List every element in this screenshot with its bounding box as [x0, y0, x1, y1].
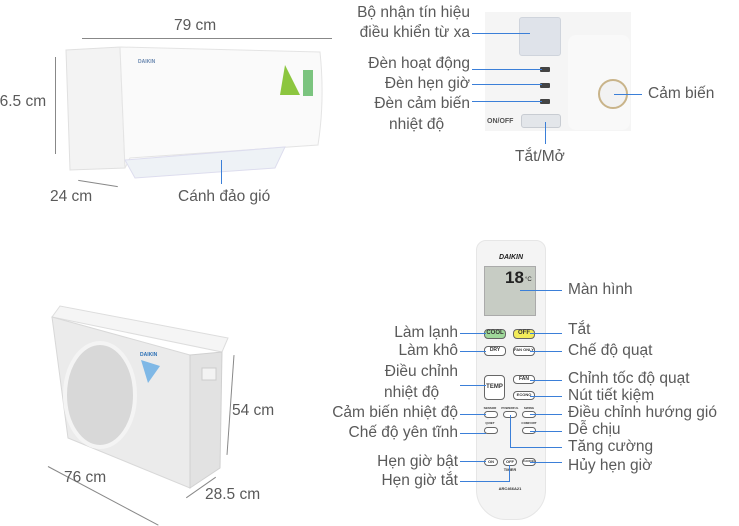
sensor-label: Cảm biến: [648, 85, 715, 102]
timer-off-label: Hẹn giờ tắt: [381, 472, 458, 489]
indoor-brand-logo: DAIKIN: [138, 59, 156, 65]
outdoor-height-label: 54 cm: [232, 402, 275, 419]
dry-button[interactable]: DRY: [484, 346, 506, 356]
timer-off-leader-v: [509, 465, 510, 481]
display-temperature: 18: [505, 268, 524, 287]
timer-on-leader: [460, 461, 486, 462]
powerful-label: Tăng cường: [568, 438, 654, 455]
fan-only-leader: [530, 351, 562, 352]
flap-label: Cánh đảo gió: [178, 188, 271, 205]
timer-on-label: Hẹn giờ bật: [377, 453, 458, 470]
outdoor-depth-label: 28.5 cm: [205, 486, 261, 503]
fan-button[interactable]: FAN: [513, 375, 535, 384]
sensor-leader: [614, 94, 642, 95]
temp-sensor-lamp: [540, 99, 550, 104]
fan-only-label: Chế độ quạt: [568, 342, 653, 359]
width-arrow: [82, 38, 332, 39]
indoor-height-label: 26.5 cm: [0, 93, 47, 110]
timer-label: TIMER: [501, 467, 519, 472]
timer-lamp-label: Đèn hẹn giờ: [384, 75, 470, 92]
receiver-label-2: điều khiển từ xa: [359, 24, 470, 41]
fan-leader: [530, 380, 562, 381]
temp-sensor-leader: [472, 101, 542, 102]
cool-label: Làm lạnh: [394, 324, 458, 341]
quiet-button-label: QUIET: [485, 421, 495, 425]
indoor-width-label: 79 cm: [174, 17, 217, 34]
onoff-button-label: ON/OFF: [487, 118, 514, 125]
indoor-depth-label: 24 cm: [50, 188, 93, 205]
operation-lamp-label: Đèn hoạt động: [368, 55, 470, 72]
comfort-button-label: COMFORT: [521, 421, 537, 425]
receiver-label-1: Bộ nhận tín hiệu: [357, 4, 470, 21]
outdoor-brand-logo: DAIKIN: [140, 352, 158, 358]
temp-leader: [460, 385, 486, 386]
quiet-leader: [460, 433, 486, 434]
timer-off-button[interactable]: OFF: [503, 458, 517, 466]
cancel-label: Hủy hẹn giờ: [568, 457, 653, 474]
temp-label-2: nhiệt độ: [384, 384, 440, 401]
cool-button[interactable]: COOL: [484, 329, 506, 339]
timer-leader: [472, 84, 542, 85]
powerful-leader-v: [510, 415, 511, 447]
fan-label: Chỉnh tốc độ quạt: [568, 370, 690, 387]
quiet-button[interactable]: [484, 427, 498, 434]
temp-sensor-lamp-label-1: Đèn cảm biến: [374, 95, 470, 112]
sensor-button-desc: Cảm biến nhiệt độ: [332, 404, 458, 421]
temp-sensor-lamp-label-2: nhiệt độ: [389, 116, 445, 133]
econo-button[interactable]: ECONO: [513, 391, 535, 400]
quiet-label: Chế độ yên tĩnh: [348, 424, 458, 441]
height-arrow: [55, 57, 56, 154]
timer-lamp: [540, 83, 550, 88]
remote-display: 18 °C: [484, 266, 536, 316]
econo-leader: [530, 396, 562, 397]
outdoor-width-label: 76 cm: [64, 469, 107, 486]
cool-leader: [460, 333, 486, 334]
operation-lamp: [540, 67, 550, 72]
econo-label: Nút tiết kiệm: [568, 387, 655, 404]
comfort-leader: [530, 431, 562, 432]
cancel-leader: [530, 462, 562, 463]
onoff-label: Tắt/Mở: [515, 148, 565, 165]
remote-receiver: [519, 17, 561, 56]
comfort-label: Dễ chịu: [568, 421, 621, 438]
remote-model: ARC466A21: [498, 486, 522, 491]
off-button[interactable]: OFF: [513, 329, 535, 339]
dry-leader: [460, 351, 486, 352]
onoff-leader: [545, 122, 546, 144]
swing-button-label: SWING: [523, 406, 535, 410]
swing-label: Điều chỉnh hướng gió: [568, 404, 717, 421]
temp-button[interactable]: TEMP: [484, 375, 505, 400]
swing-leader: [530, 414, 562, 415]
sensor-button-leader: [460, 414, 486, 415]
receiver-leader: [472, 33, 530, 34]
display-leader: [520, 290, 562, 291]
powerful-button-label: POWERFUL: [501, 406, 519, 410]
off-label: Tắt: [568, 321, 591, 338]
display-unit: °C: [525, 277, 532, 283]
comfort-button[interactable]: [522, 427, 536, 434]
operation-leader: [472, 69, 542, 70]
sensor-icon: [598, 79, 628, 109]
sensor-button[interactable]: [484, 411, 498, 418]
powerful-leader: [510, 447, 562, 448]
timer-on-button[interactable]: ON: [484, 458, 498, 466]
remote-brand-logo: DAIKIN: [498, 254, 524, 261]
sensor-button-label: SENSOR: [483, 406, 497, 410]
dry-label: Làm khô: [398, 342, 458, 359]
display-label: Màn hình: [568, 281, 633, 298]
timer-off-leader: [460, 481, 510, 482]
flap-leader: [221, 160, 222, 184]
off-leader: [530, 333, 562, 334]
temp-label-1: Điều chỉnh: [384, 363, 458, 380]
onoff-button[interactable]: [521, 114, 561, 128]
